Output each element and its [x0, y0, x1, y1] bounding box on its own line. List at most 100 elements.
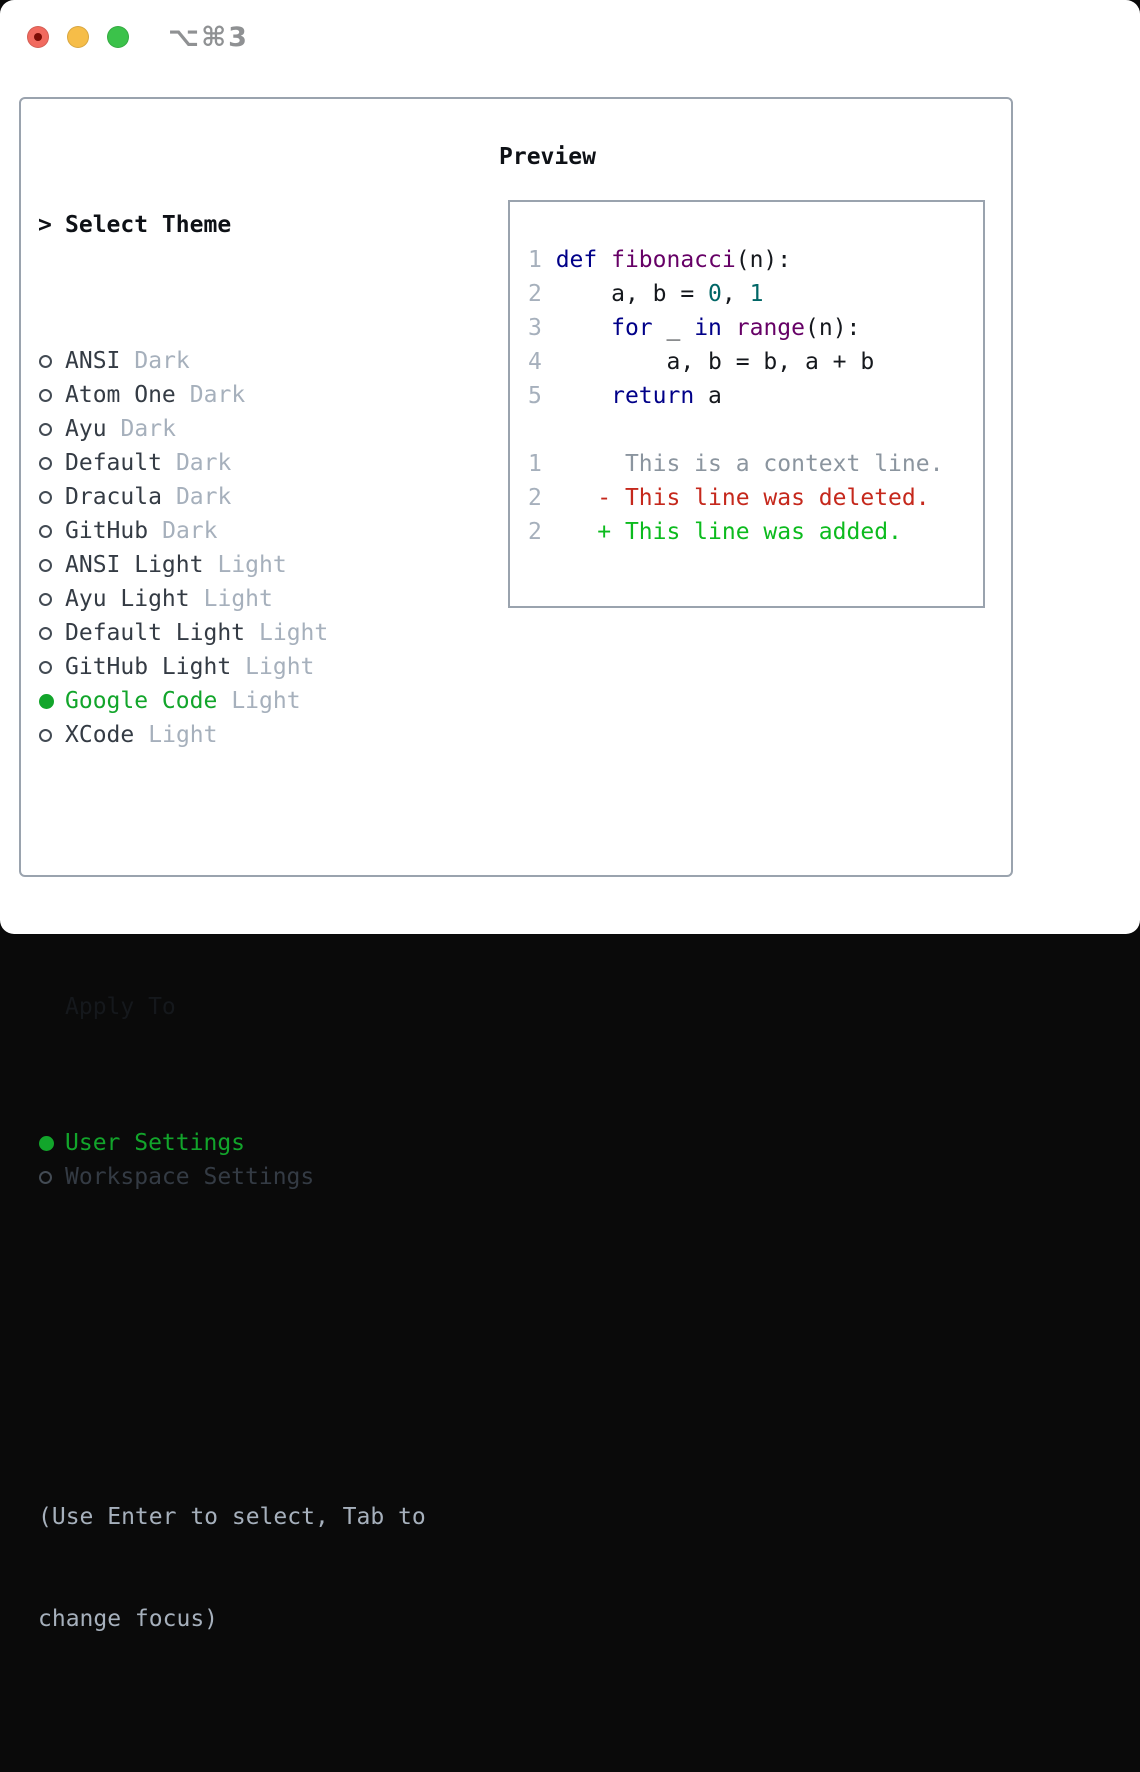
code-line: 1 This is a context line. [528, 447, 983, 481]
option-label: XCode [65, 722, 135, 748]
option-variant-label: Light [245, 654, 315, 680]
code-token: 2 [528, 281, 556, 307]
option-label: GitHub Light [65, 654, 232, 680]
code-token: def [555, 247, 612, 273]
code-line: 2 a, b = 0, 1 [528, 277, 983, 311]
select-theme-header: > Select Theme [38, 208, 426, 242]
theme-option[interactable]: ANSI Dark [38, 344, 426, 378]
code-line: 1 def fibonacci(n): [528, 243, 983, 277]
option-label: Atom One [65, 382, 176, 408]
code-token: (n): [735, 247, 792, 273]
radio-unselected-icon [38, 388, 65, 402]
code-token: 3 [528, 315, 556, 341]
code-token: a, b = [555, 281, 709, 307]
spacer [38, 854, 426, 888]
prompt-caret-icon: > [38, 212, 52, 238]
code-token: 1 [528, 247, 556, 273]
theme-option[interactable]: Ayu Light Light [38, 582, 426, 616]
radio-selected-icon [38, 1135, 65, 1151]
code-token: range [735, 315, 805, 341]
code-token: , [721, 281, 750, 307]
radio-unselected-icon [38, 558, 65, 572]
option-variant-label: Dark [120, 416, 176, 442]
code-token: - This line was deleted. [555, 485, 930, 511]
option-variant-label: Dark [189, 382, 246, 408]
code-token: a [694, 383, 722, 409]
option-label: Google Code [65, 688, 218, 714]
code-token: in [694, 315, 722, 341]
code-token: 5 [528, 383, 556, 409]
code-token: _ [652, 315, 695, 341]
option-label: ANSI [65, 348, 121, 374]
code-line: 4 a, b = b, a + b [528, 345, 983, 379]
option-variant-label: Dark [175, 450, 232, 476]
close-button[interactable] [27, 26, 49, 48]
option-label: Workspace Settings [65, 1164, 315, 1190]
apply-to-option[interactable]: Workspace Settings [38, 1160, 426, 1194]
theme-option[interactable]: GitHub Light Light [38, 650, 426, 684]
hint-line-1: (Use Enter to select, Tab to [38, 1504, 426, 1530]
apply-to-label: Apply To [65, 994, 176, 1020]
code-token: + This line was added. [555, 519, 902, 545]
code-token: return [611, 383, 695, 409]
keyboard-hint: (Use Enter to select, Tab to change focu… [38, 1432, 426, 1704]
apply-to-header: Apply To [38, 990, 426, 1024]
theme-option[interactable]: Google Code Light [38, 684, 426, 718]
code-token: This is a context line. [555, 451, 944, 477]
code-token: 2 [528, 519, 556, 545]
code-token: (n): [805, 315, 861, 341]
code-line: 2 - This line was deleted. [528, 481, 983, 515]
radio-unselected-icon [38, 524, 65, 538]
theme-option[interactable]: Atom One Dark [38, 378, 426, 412]
apply-to-option[interactable]: User Settings [38, 1126, 426, 1160]
theme-option[interactable]: Dracula Dark [38, 480, 426, 514]
radio-unselected-icon [38, 728, 65, 742]
window-title: ⌥⌘3 [168, 22, 249, 53]
code-token: 4 [528, 349, 556, 375]
minimize-button[interactable] [67, 26, 89, 48]
radio-unselected-icon [38, 422, 65, 436]
code-token: for [611, 315, 653, 341]
option-variant-label: Dark [134, 348, 190, 374]
theme-option[interactable]: GitHub Dark [38, 514, 426, 548]
option-label: Ayu Light [65, 586, 190, 612]
radio-unselected-icon [38, 354, 65, 368]
code-line: 2 + This line was added. [528, 515, 983, 549]
code-token: a, b = b, a + b [555, 349, 875, 375]
code-line: 5 return a [528, 379, 983, 413]
option-variant-label: Light [231, 688, 301, 714]
radio-unselected-icon [38, 456, 65, 470]
code-line: 3 for _ in range(n): [528, 311, 983, 345]
hint-line-2: change focus) [38, 1606, 219, 1632]
option-variant-label: Light [259, 620, 329, 646]
radio-unselected-icon [38, 490, 65, 504]
zoom-button[interactable] [107, 26, 129, 48]
option-label: Default [65, 450, 162, 476]
code-token: 0 [708, 281, 722, 307]
option-variant-label: Light [203, 586, 273, 612]
code-token: 2 [528, 485, 556, 511]
option-variant-label: Dark [175, 484, 232, 510]
code-token [556, 315, 611, 341]
option-label: GitHub [65, 518, 149, 544]
window-titlebar: ⌥⌘3 [0, 0, 1140, 75]
option-label: User Settings [65, 1130, 246, 1156]
radio-unselected-icon [38, 626, 65, 640]
theme-option[interactable]: Default Dark [38, 446, 426, 480]
radio-unselected-icon [38, 592, 65, 606]
code-token [556, 383, 611, 409]
radio-selected-icon [38, 693, 65, 709]
option-label: Dracula [65, 484, 162, 510]
option-variant-label: Dark [162, 518, 218, 544]
option-variant-label: Light [217, 552, 287, 578]
